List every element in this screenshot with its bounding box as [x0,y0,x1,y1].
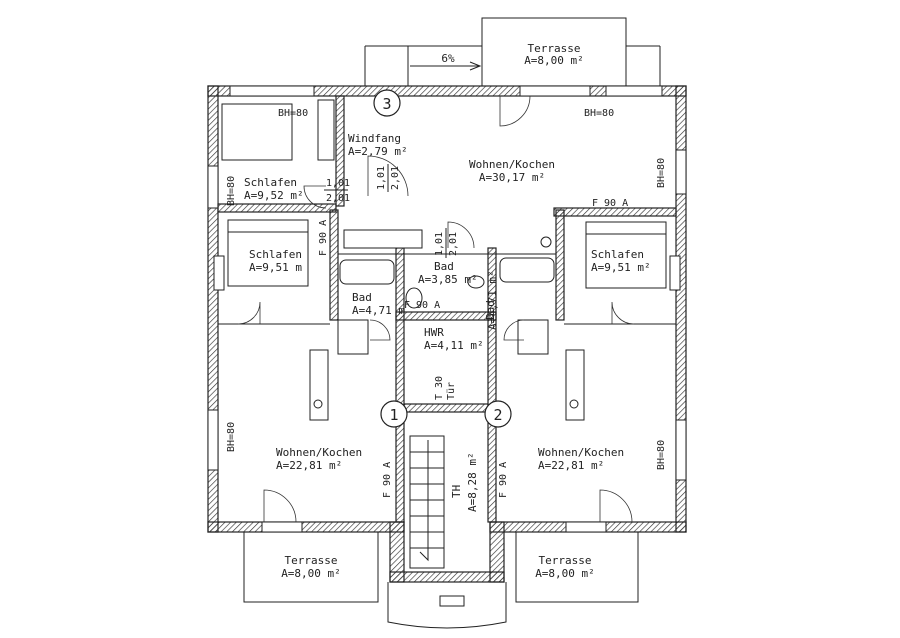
schlafen-mr-area: A=9,51 m² [591,261,651,274]
schlafen-tl-area: A=9,52 m² [244,189,304,202]
bad-center-area: A=3,85 m² [418,273,478,286]
bad-center-name: Bad [434,260,454,273]
schlafen-tl-name: Schlafen [244,176,297,189]
unit-3-label: 3 [382,95,391,113]
terrace-br-area: A=8,00 m² [535,567,595,580]
door-swings [237,95,635,523]
bad-left-name: Bad [352,291,372,304]
bad-right-area: A=4,71 m² [486,270,499,330]
terrace-bottom [243,531,639,603]
wohnen-br-area: A=22,81 m² [538,459,604,472]
schlafen-ml-area: A=9,51 m [249,261,302,274]
wohnen-top-name: Wohnen/Kochen [469,158,555,171]
terrace-br-name: Terrasse [539,554,592,567]
bad-left-area: A=4,71 m [352,304,405,317]
wohnen-top-area: A=30,17 m² [479,171,545,184]
wohnen-bl-name: Wohnen/Kochen [276,446,362,459]
hwr-name: HWR [424,326,444,339]
bh-top-right: BH=80 [584,108,614,119]
hwr-area: A=4,11 m² [424,339,484,352]
schlafen-ml-name: Schlafen [249,248,302,261]
door-dim-b-bot: 2,01 [390,166,401,190]
unit-markers: 3 1 2 [373,89,512,428]
wohnen-bl-area: A=22,81 m² [276,459,342,472]
unit-2-label: 2 [493,406,502,424]
terrace-bl-area: A=8,00 m² [281,567,341,580]
t30-label: T 30 [434,376,445,400]
bh-left-lower: BH=80 [226,422,237,452]
t30-door-label: Tür [446,382,457,400]
annotations: BH=80 BH=80 BH=80 BH=80 BH=80 BH=80 1,01… [226,108,667,498]
f90a-top: F 90 A [592,198,628,209]
wohnen-br-name: Wohnen/Kochen [538,446,624,459]
schlafen-mr-name: Schlafen [591,248,644,261]
fixtures [221,99,667,629]
bh-left-upper: BH=80 [226,176,237,206]
door-dim-b-top: 1,01 [376,166,387,190]
bh-top-left: BH=80 [278,108,308,119]
door-dim-c-top: 1,01 [434,232,445,256]
bh-right-upper: BH=80 [656,158,667,188]
windfang-name: Windfang [348,132,401,145]
outer-walls [207,85,687,583]
slope-label: 6% [441,52,455,65]
terrace-top: 6% Terrasse A=8,00 m² [364,17,661,87]
th-area: A=8,28 m² [466,452,479,512]
terrace-top-name: Terrasse [528,42,581,55]
bad-right-name: Bad [484,300,497,320]
door-dim-a-top: 1,01 [326,178,350,189]
f90a-center: F 90 A [404,300,440,311]
f90a-right-lower: F 90 A [498,462,509,498]
th-name: TH [450,485,463,498]
staircase [409,435,445,569]
door-dim-a-bot: 2,01 [326,193,350,204]
f90a-left-lower: F 90 A [382,462,393,498]
room-labels: Windfang A=2,79 m² Wohnen/Kochen A=30,17… [244,132,651,580]
unit-1-label: 1 [389,406,398,424]
interior-walls [217,95,677,523]
terrace-top-area: A=8,00 m² [524,54,584,67]
bh-right-lower: BH=80 [656,440,667,470]
door-dim-c-bot: 2,01 [448,232,459,256]
windfang-area: A=2,79 m² [348,145,408,158]
terrace-bl-name: Terrasse [285,554,338,567]
f90a-left-upper: F 90 A [318,220,329,256]
